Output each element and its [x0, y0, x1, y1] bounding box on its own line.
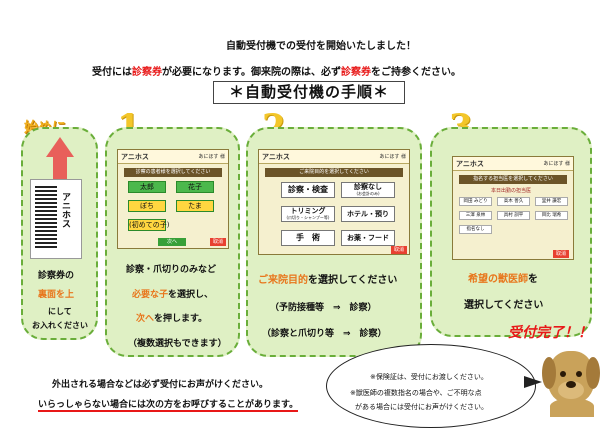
- up-arrow-icon: [46, 137, 74, 157]
- purpose-no-exam-sub: (お会計のみ): [356, 191, 380, 196]
- step3-prompt: 指名する担当医を選択してください: [459, 175, 567, 184]
- step3-desc2: 選択してください: [464, 300, 544, 311]
- start-text1: 診察券の: [38, 271, 75, 281]
- purpose-trimming-label: トリミング: [290, 207, 326, 215]
- step1-logo: アニホス: [121, 153, 149, 161]
- dog-image: [540, 347, 604, 417]
- header-line1: 自動受付機での受付を開始いたしました！: [226, 41, 416, 52]
- bubble-line1: ※保険証は、受付にお渡しください。: [370, 373, 488, 381]
- purpose-hotel-label: ホテル・預り: [347, 210, 389, 218]
- step1-desc2-rest: を選択し、: [168, 290, 214, 300]
- header-line2: 受付には診察券が必要になります。御来院の際は、必ず診察券をご持参ください。: [92, 63, 461, 78]
- doctor-button-2[interactable]: 高木 善久: [497, 197, 530, 206]
- purpose-button-trimming[interactable]: トリミング (爪切り・シャンプー等): [281, 206, 335, 222]
- step2-logo: アニホス: [262, 153, 290, 161]
- step2-desc2: （予防接種等 ⇒ 診察）: [270, 303, 377, 313]
- up-arrow-shaft: [53, 156, 67, 183]
- step1-user: あにほす 様: [198, 154, 225, 160]
- step1-desc3-rest: を押します。: [154, 314, 208, 324]
- step2-desc1-highlight: ご来院目的: [258, 275, 308, 286]
- header-line2-card1: 診察券: [132, 67, 162, 78]
- step2-prompt: ご来院目的を選択してください: [265, 168, 403, 177]
- reception-complete-label: 受付完了！！: [508, 325, 592, 341]
- pet-button-new[interactable]: (初めての子): [128, 219, 170, 231]
- purpose-exam-label: 診察・検査: [288, 185, 328, 194]
- doctor-button-1[interactable]: 岡田 みどり: [459, 197, 492, 206]
- step1-desc2-highlight: 必要な子: [132, 290, 169, 300]
- step2-cancel-button[interactable]: 取消: [391, 246, 407, 254]
- purpose-button-medicine[interactable]: お薬・フード: [341, 230, 395, 246]
- purpose-button-no-exam[interactable]: 診察なし (お会計のみ): [341, 182, 395, 198]
- step1-desc2: 必要な子を選択し、: [132, 287, 213, 300]
- step2-desc3: （診察と爪切り等 ⇒ 診察）: [262, 329, 387, 339]
- purpose-button-hotel[interactable]: ホテル・預り: [341, 206, 395, 222]
- doctor-button-4[interactable]: 三澤 泉林: [459, 211, 492, 220]
- step2-desc1-rest: を選択してください: [308, 275, 398, 286]
- header-line2-a: 受付には: [92, 67, 132, 78]
- step2-desc1: ご来院目的を選択してください: [258, 271, 397, 286]
- step1-cancel-button[interactable]: 取消: [210, 238, 226, 246]
- footer-line2: いらっしゃらない場合には次の方をお呼びすることがあります。: [38, 397, 299, 412]
- purpose-button-surgery[interactable]: 手 術: [281, 230, 335, 246]
- page-title: ＊自動受付機の手順＊: [213, 81, 405, 104]
- purpose-surgery-label: 手 術: [296, 233, 320, 242]
- card-brand: アニホス: [60, 192, 70, 228]
- purpose-button-exam[interactable]: 診察・検査: [281, 182, 335, 198]
- doctor-button-none[interactable]: 指名なし: [459, 225, 492, 234]
- header-line2-e: をご持参ください。: [371, 67, 461, 78]
- purpose-trimming-sub: (爪切り・シャンプー等): [286, 215, 330, 220]
- step3-desc1-rest: を: [528, 274, 538, 285]
- step2-screen: アニホス あにほす 様 ご来院目的を選択してください 診察・検査 診察なし (お…: [258, 149, 410, 255]
- start-text4: お入れください: [32, 321, 88, 330]
- duty-label: 本日出勤の担当医: [491, 188, 532, 194]
- step3-user: あにほす 様: [543, 161, 570, 167]
- step1-prompt: 診察の患者様を選択してください: [124, 168, 222, 177]
- pet-button-hanako[interactable]: 花子: [176, 181, 214, 193]
- header-line2-card2: 診察券: [341, 67, 371, 78]
- pet-button-pochi[interactable]: ぽち: [128, 200, 166, 212]
- purpose-no-exam-label: 診察なし: [354, 183, 382, 191]
- pet-button-taro[interactable]: 太郎: [128, 181, 166, 193]
- step2-user: あにほす 様: [379, 154, 406, 160]
- step3-logo: アニホス: [456, 160, 484, 168]
- step1-screen: アニホス あにほす 様 診察の患者様を選択してください 太郎 花子 ぽち たま …: [117, 149, 229, 249]
- step1-desc3: 次へを押します。: [136, 311, 207, 324]
- purpose-medicine-label: お薬・フード: [347, 234, 389, 242]
- bubble-tail: [524, 376, 542, 388]
- step3-desc1: 希望の獣医師を: [468, 270, 538, 285]
- start-text2: 裏面を上: [38, 290, 75, 300]
- start-text3: にして: [48, 307, 72, 316]
- step3-desc1-highlight: 希望の獣医師: [468, 274, 528, 285]
- doctor-button-5[interactable]: 具村 訓平: [497, 211, 530, 220]
- doctor-button-3[interactable]: 里井 謙宏: [535, 197, 568, 206]
- next-button[interactable]: 次へ: [158, 238, 186, 246]
- step1-desc3-highlight: 次へ: [136, 314, 155, 324]
- step1-desc4: （複数選択もできます）: [128, 339, 227, 349]
- header-line2-c: が必要になります。御来院の際は、必ず: [162, 67, 341, 78]
- step3-cancel-button[interactable]: 取消: [553, 250, 569, 258]
- step3-screen: アニホス あにほす 様 指名する担当医を選択してください 本日出勤の担当医 岡田…: [452, 156, 574, 260]
- bubble-line2: ※獣医師の複数指名の場合や、ご不明な点: [350, 389, 482, 397]
- doctor-button-6[interactable]: 目比 瑞希: [535, 211, 568, 220]
- bubble-line3: がある場合には受付にお声がけください。: [355, 403, 488, 411]
- step1-desc1: 診察・爪切りのみなど: [126, 265, 217, 275]
- pet-button-tama[interactable]: たま: [176, 200, 214, 212]
- footer-line1: 外出される場合などは必ず受付にお声がけください。: [52, 380, 269, 390]
- notice-bubble: [326, 344, 536, 428]
- card-image: アニホス: [30, 179, 82, 259]
